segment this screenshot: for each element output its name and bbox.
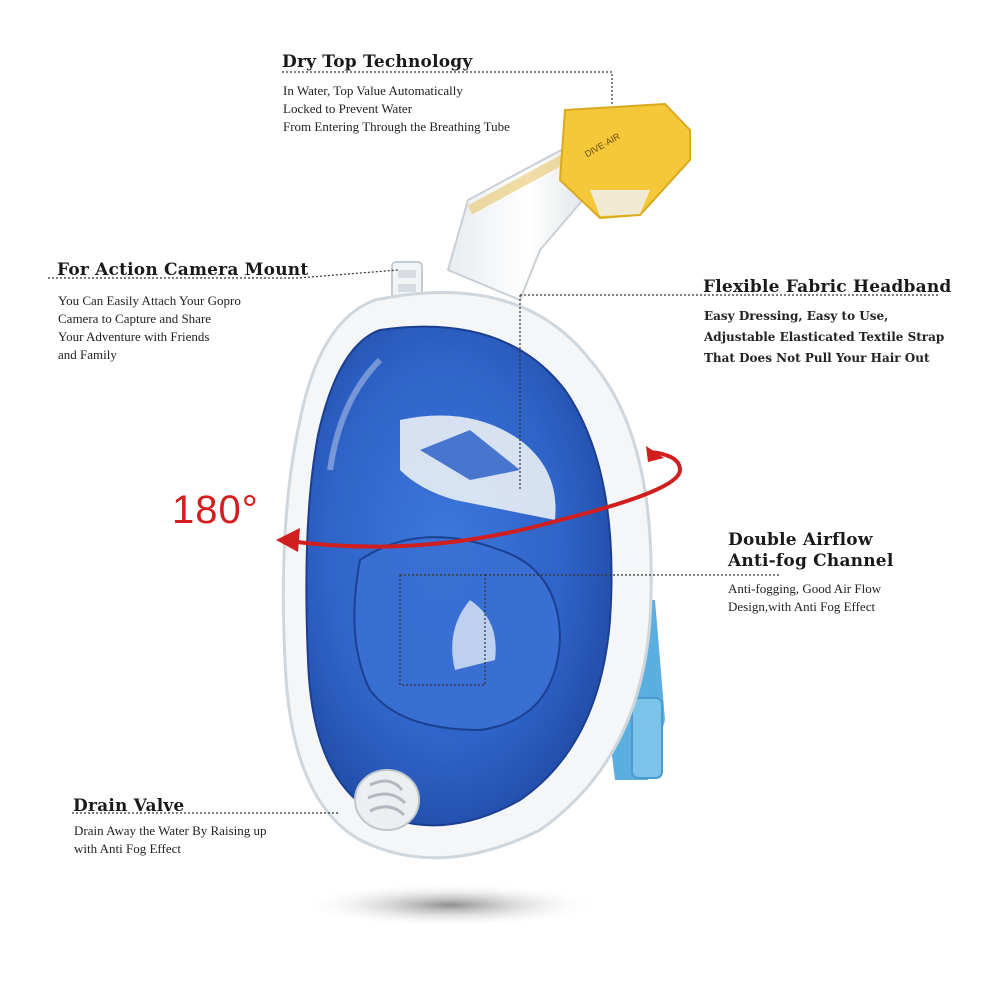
dry-top-title: Dry Top Technology xyxy=(282,52,473,72)
airflow-line: Anti-fogging, Good Air Flow xyxy=(728,581,882,596)
airflow-line: Design,with Anti Fog Effect xyxy=(728,599,876,614)
camera-mount-line: You Can Easily Attach Your Gopro xyxy=(58,293,241,308)
airflow-title-line2: Anti-fog Channel xyxy=(728,551,894,571)
floor-shadow xyxy=(300,883,600,927)
headband-line: Easy Dressing, Easy to Use, xyxy=(704,309,889,323)
strap-buckle xyxy=(631,697,663,779)
camera-mount-line: Camera to Capture and Share xyxy=(58,311,212,326)
camera-mount-description: You Can Easily Attach Your Gopro Camera … xyxy=(58,292,241,364)
drain-valve-title: Drain Valve xyxy=(73,796,185,816)
dry-top-description: In Water, Top Value Automatically Locked… xyxy=(283,82,510,136)
airflow-description: Anti-fogging, Good Air Flow Design,with … xyxy=(728,580,881,616)
curved-arrow-icon xyxy=(276,446,683,552)
headband-description: Easy Dressing, Easy to Use, Adjustable E… xyxy=(704,306,944,369)
leader-lines xyxy=(48,71,940,814)
headband-line: That Does Not Pull Your Hair Out xyxy=(704,351,930,365)
airflow-title-line1: Double Airflow xyxy=(728,530,873,550)
camera-mount-line: Your Adventure with Friends xyxy=(58,329,210,344)
camera-mount-title: For Action Camera Mount xyxy=(57,260,309,280)
headband-line: Adjustable Elasticated Textile Strap xyxy=(704,330,945,344)
drain-valve-line: Drain Away the Water By Raising up xyxy=(74,823,267,838)
rotation-label: 180° xyxy=(172,488,259,532)
dry-top-line: Locked to Prevent Water xyxy=(283,101,413,116)
headband-title: Flexible Fabric Headband xyxy=(703,277,952,297)
drain-valve-line: with Anti Fog Effect xyxy=(74,841,182,856)
drain-valve-description: Drain Away the Water By Raising up with … xyxy=(74,822,267,858)
drain-valve xyxy=(354,769,420,831)
dry-top-line: From Entering Through the Breathing Tube xyxy=(283,119,510,134)
dry-top-cap xyxy=(558,102,691,220)
dry-top-line: In Water, Top Value Automatically xyxy=(283,83,463,98)
camera-mount-line: and Family xyxy=(58,347,117,362)
